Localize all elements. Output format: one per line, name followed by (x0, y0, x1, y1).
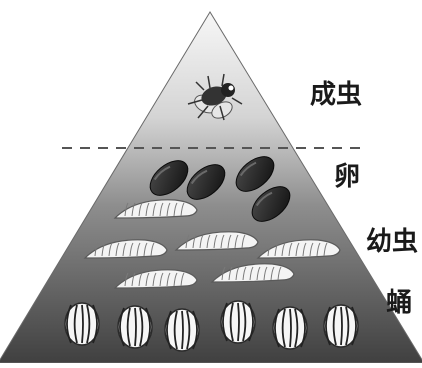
egg-icon (235, 156, 275, 192)
pupa-icon (220, 300, 256, 344)
pupa-icon (323, 304, 359, 348)
larva-icon (174, 231, 259, 251)
pupa-group (64, 300, 359, 352)
larva-group (83, 199, 341, 289)
fly-icon (187, 73, 243, 121)
pupa-icon (272, 306, 308, 350)
pupa-icon (164, 308, 200, 352)
egg-icon (149, 160, 189, 196)
pupa-icon (117, 305, 153, 349)
stage-label-adult: 成虫 (310, 80, 363, 110)
egg-group (149, 156, 291, 222)
egg-icon (186, 164, 226, 200)
pupa-icon (64, 302, 100, 346)
larva-icon (83, 239, 168, 259)
larva-icon (113, 269, 198, 289)
larva-icon (256, 239, 341, 259)
stage-label-larva: 幼虫 (366, 227, 419, 257)
larva-icon (113, 199, 198, 219)
stage-label-egg: 卵 (334, 162, 361, 192)
egg-icon (251, 186, 291, 222)
larva-icon (210, 263, 295, 283)
stage-label-pupa: 蛹 (386, 288, 413, 318)
